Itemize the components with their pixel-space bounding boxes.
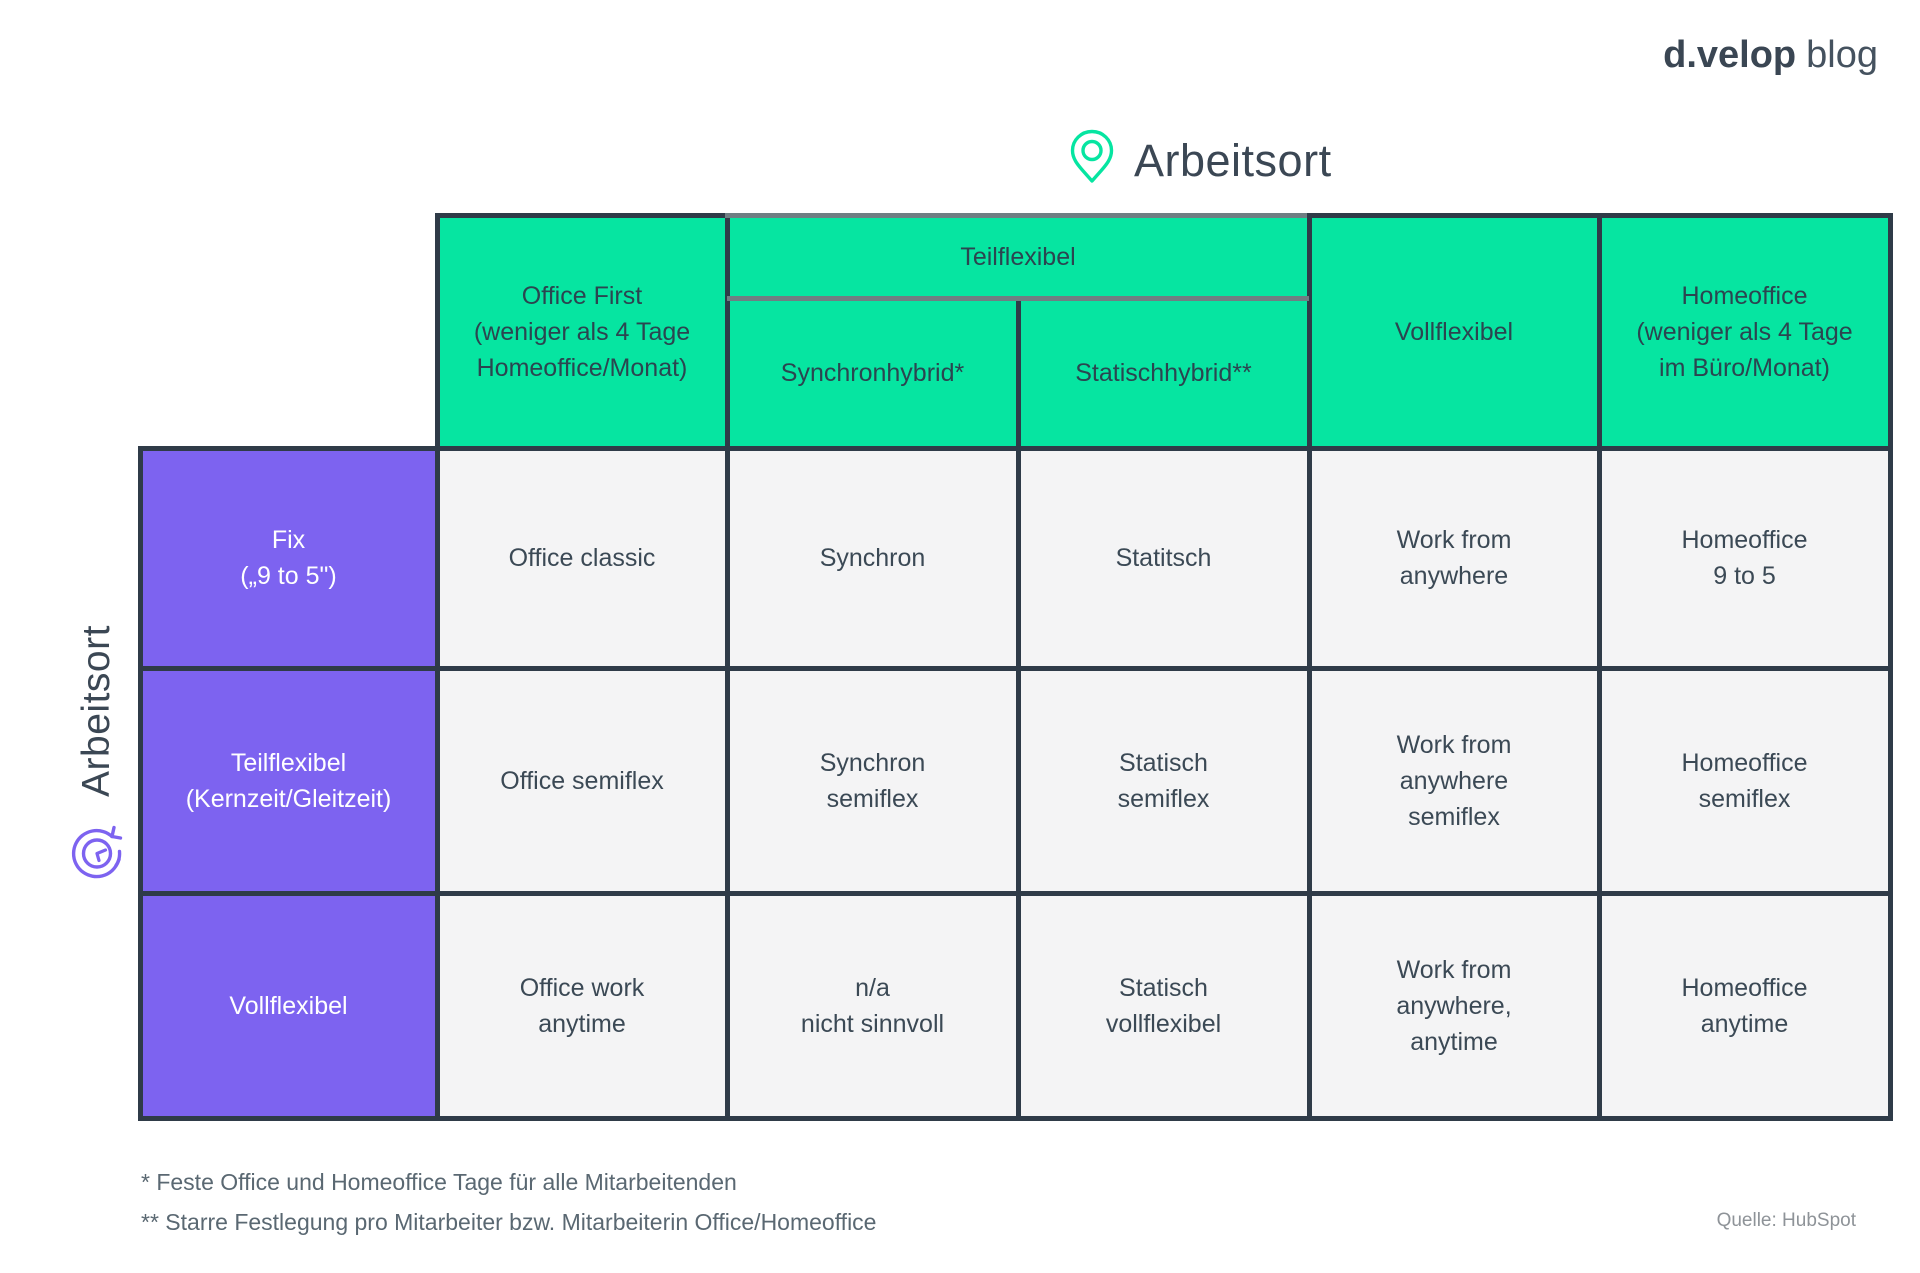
col-header-teilflexibel-group: Teilflexibel bbox=[727, 215, 1309, 298]
footnote-2: ** Starre Festlegung pro Mitarbeiter bzw… bbox=[141, 1209, 877, 1235]
footnote-1: * Feste Office und Homeoffice Tage für a… bbox=[141, 1169, 737, 1195]
logo-suffix: blog bbox=[1806, 34, 1878, 76]
cell-r2c3: Statisch semiflex bbox=[1018, 668, 1309, 893]
row-header-teilflexibel: Teilflexibel (Kernzeit/Gleitzeit) bbox=[140, 668, 437, 893]
col-header-statischhybrid: Statischhybrid** bbox=[1018, 298, 1309, 448]
cell-r1c5: Homeoffice 9 to 5 bbox=[1599, 448, 1890, 668]
col-header-synchronhybrid: Synchronhybrid* bbox=[727, 298, 1018, 448]
cell-r2c5: Homeoffice semiflex bbox=[1599, 668, 1890, 893]
cell-r3c1: Office work anytime bbox=[437, 893, 727, 1118]
cell-r2c4: Work from anywhere semiflex bbox=[1309, 668, 1599, 893]
col-header-homeoffice: Homeoffice (weniger als 4 Tage im Büro/M… bbox=[1599, 215, 1890, 448]
cell-r1c1: Office classic bbox=[437, 448, 727, 668]
cell-r3c5: Homeoffice anytime bbox=[1599, 893, 1890, 1118]
cell-r1c3: Statitsch bbox=[1018, 448, 1309, 668]
col-header-vollflexibel: Vollflexibel bbox=[1309, 215, 1599, 448]
logo-brand: d.velop bbox=[1663, 34, 1797, 76]
grid-line bbox=[1016, 296, 1021, 1121]
top-axis-label: Arbeitsort bbox=[1134, 134, 1332, 186]
source-credit: Quelle: HubSpot bbox=[1716, 1210, 1856, 1231]
cell-r3c4: Work from anywhere, anytime bbox=[1309, 893, 1599, 1118]
cell-r3c3: Statisch vollflexibel bbox=[1018, 893, 1309, 1118]
grid-line bbox=[138, 1116, 1893, 1121]
grid-line bbox=[138, 446, 1893, 451]
clock-cycle-icon bbox=[68, 825, 126, 888]
cell-r1c2: Synchron bbox=[727, 448, 1018, 668]
row-header-fix: Fix („9 to 5") bbox=[140, 448, 437, 668]
top-axis-heading: Arbeitsort bbox=[1068, 126, 1332, 195]
col-header-office-first: Office First (weniger als 4 Tage Homeoff… bbox=[437, 215, 727, 448]
footnotes: * Feste Office und Homeoffice Tage für a… bbox=[141, 1162, 876, 1242]
cell-r2c2: Synchron semiflex bbox=[727, 668, 1018, 893]
grid-line bbox=[138, 891, 1893, 896]
location-pin-icon bbox=[1068, 126, 1116, 195]
row-header-vollflexibel: Vollflexibel bbox=[140, 893, 437, 1118]
cell-r1c4: Work from anywhere bbox=[1309, 448, 1599, 668]
grid-line-gray bbox=[727, 296, 1309, 301]
grid-line-gray bbox=[725, 213, 1309, 218]
left-axis-label: Arbeitsort bbox=[75, 625, 118, 797]
cell-r3c2: n/a nicht sinnvoll bbox=[727, 893, 1018, 1118]
grid-line bbox=[1307, 213, 1893, 218]
grid-line bbox=[138, 666, 1893, 671]
grid-line bbox=[138, 446, 143, 1121]
grid-line bbox=[435, 213, 727, 218]
cell-r2c1: Office semiflex bbox=[437, 668, 727, 893]
